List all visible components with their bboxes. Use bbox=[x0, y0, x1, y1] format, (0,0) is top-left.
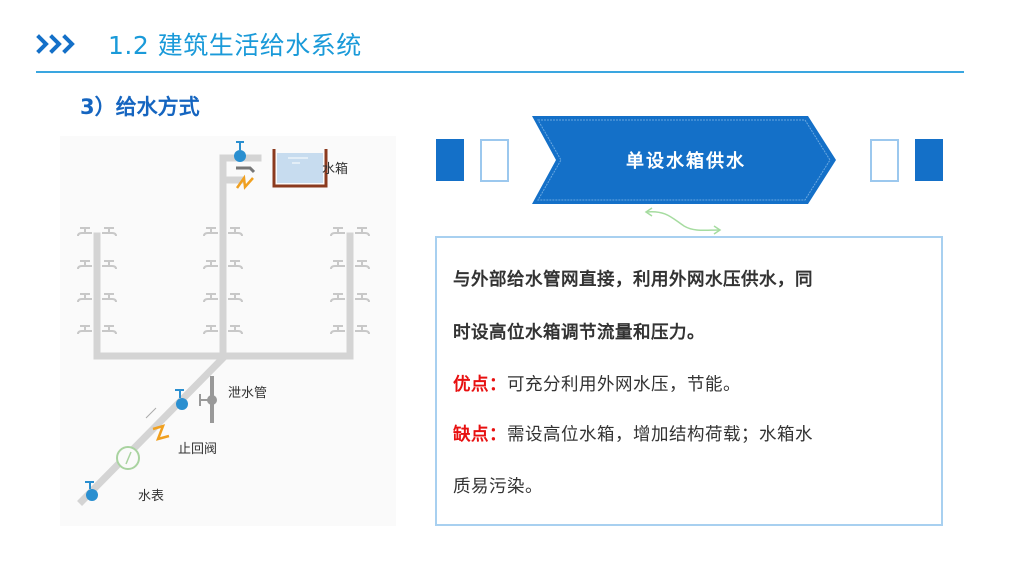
banner-title: 单设水箱供水 bbox=[626, 151, 746, 172]
description-box: 与外部给水管网直接，利用外网水压供水，同 时设高位水箱调节流量和压力。 优点：可… bbox=[435, 236, 943, 526]
page-title: 1.2 建筑生活给水系统 bbox=[108, 31, 362, 60]
advantage-line: 优点：可充分利用外网水压，节能。 bbox=[453, 371, 741, 396]
decor-square-right-outline bbox=[870, 139, 899, 182]
pipe-schematic bbox=[77, 141, 370, 506]
decor-square-left-outline bbox=[480, 139, 509, 182]
description-line-1: 与外部给水管网直接，利用外网水压供水，同 bbox=[453, 270, 813, 290]
header-divider bbox=[36, 71, 964, 73]
advantage-label: 优点： bbox=[453, 375, 507, 395]
disadvantage-label: 缺点： bbox=[453, 425, 507, 445]
description-line-2: 时设高位水箱调节流量和压力。 bbox=[453, 323, 705, 343]
advantage-text: 可充分利用外网水压，节能。 bbox=[507, 375, 741, 395]
banner-chevron-shape bbox=[532, 116, 836, 204]
double-arrow-connector-icon bbox=[644, 207, 722, 235]
decor-square-left-filled bbox=[436, 139, 464, 181]
label-water-tank: 水箱 bbox=[322, 162, 349, 177]
triple-chevron-right-icon bbox=[36, 34, 75, 54]
decor-square-right-filled bbox=[915, 139, 943, 181]
label-drain-pipe: 泄水管 bbox=[228, 386, 268, 401]
label-check-valve: 止回阀 bbox=[178, 442, 218, 457]
disadvantage-line-2: 质易污染。 bbox=[453, 477, 543, 497]
water-supply-diagram: 水箱 泄水管 止回阀 水表 bbox=[60, 136, 396, 526]
section-title: 3）给水方式 bbox=[80, 95, 200, 119]
disadvantage-line: 缺点：需设高位水箱，增加结构荷载；水箱水 bbox=[453, 421, 813, 446]
label-water-meter: 水表 bbox=[138, 489, 165, 504]
disadvantage-text: 需设高位水箱，增加结构荷载；水箱水 bbox=[507, 425, 813, 445]
